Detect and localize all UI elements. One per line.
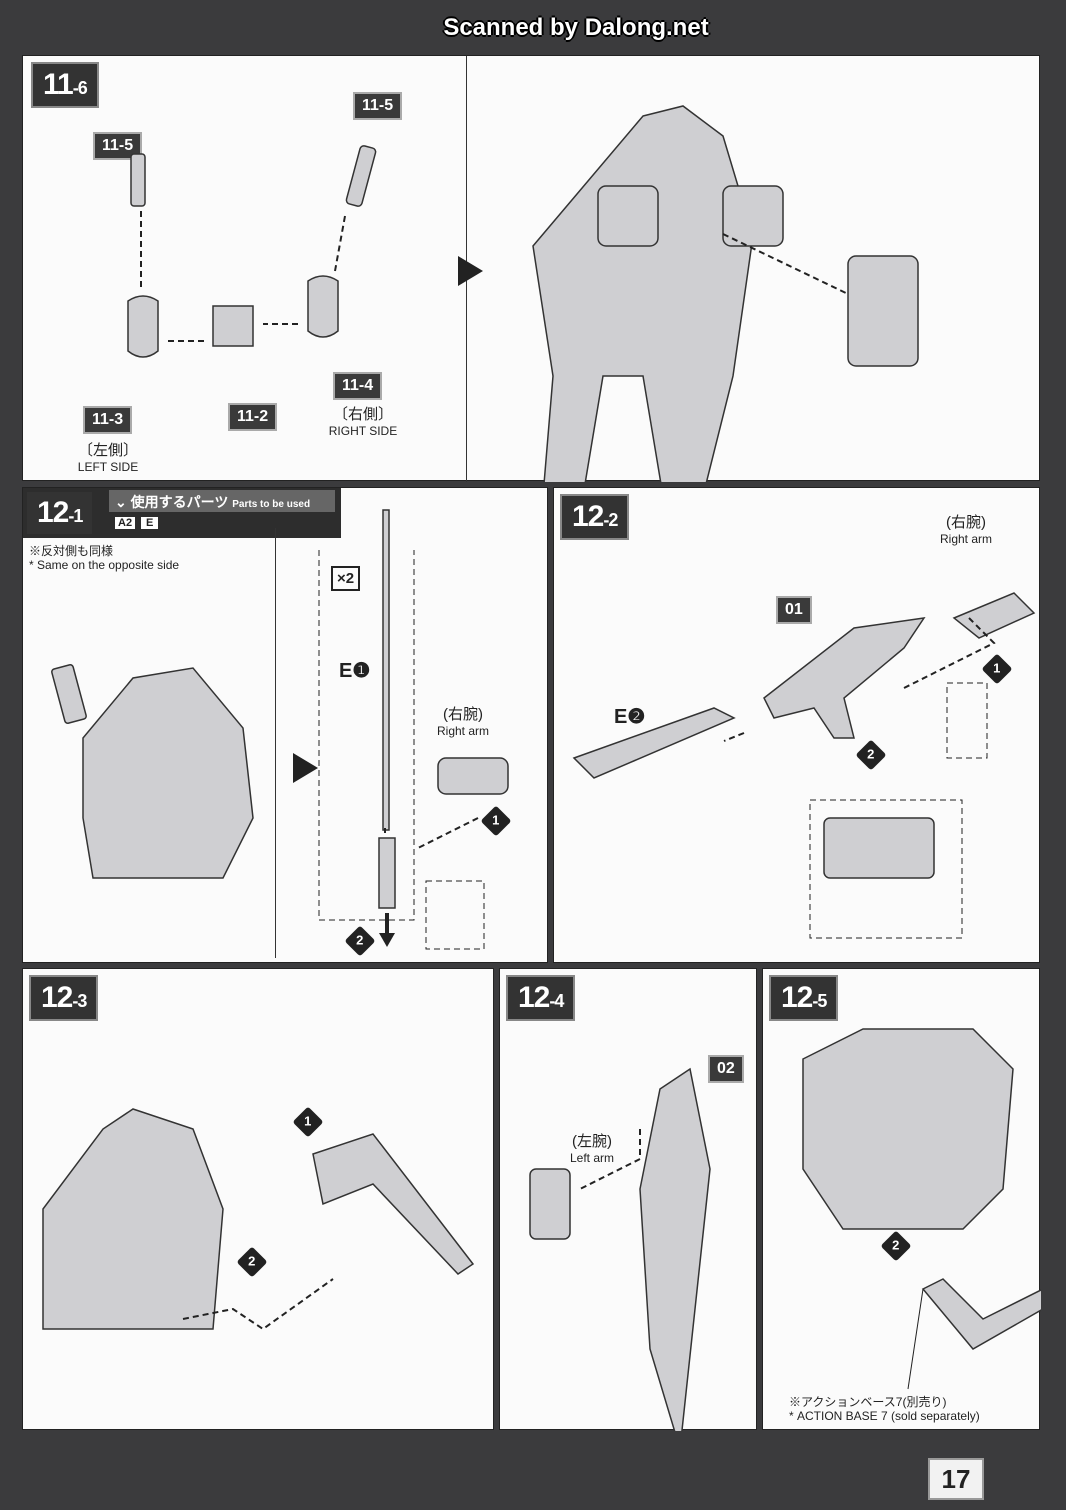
left-side-label: 〔左側〕LEFT SIDE <box>77 442 139 474</box>
step-12-2-panel: 12-2 01 E❷ (右腕)Right arm 1 2 <box>553 487 1040 963</box>
right-arm-label: (右腕)Right arm <box>436 706 489 738</box>
part-tag-11-2: 11-2 <box>228 403 278 431</box>
multiplier-badge: ×2 <box>331 566 361 591</box>
part-label-e1: E❶ <box>339 660 371 682</box>
parts-header: ⌄ 使用するパーツ Parts to be used <box>109 490 335 512</box>
step-number: 12-1 <box>27 492 93 534</box>
step-number: 12-4 <box>506 975 576 1021</box>
left-arm-label: (左腕)Left arm <box>569 1133 614 1165</box>
part-tag-01: 01 <box>776 596 812 624</box>
step-12-5-panel: 12-5 1 2 ※アクションベース7(別売り)* ACTION BASE 7 … <box>762 968 1041 1430</box>
note: ※反対側も同様* Same on the opposite side <box>29 544 180 573</box>
right-arm-label: (右腕)Right arm <box>939 514 992 546</box>
right-side-label: 〔右側〕RIGHT SIDE <box>328 406 398 438</box>
step-12-4-panel: 12-4 02 (左腕)Left arm <box>499 968 757 1431</box>
step-number: 12-5 <box>769 975 839 1021</box>
step-number: 12-3 <box>29 975 99 1021</box>
step-number: 12-2 <box>560 494 630 540</box>
assembly-illustration <box>529 1067 711 1431</box>
part-tag-02: 02 <box>708 1055 744 1083</box>
assembly-illustration <box>42 1108 475 1331</box>
part-badge-e: E <box>141 517 159 529</box>
step-12-3-panel: 12-3 1 2 <box>22 968 494 1430</box>
part-badge-a2: A2 <box>115 517 136 529</box>
step-11-6-panel: 11-6 11-5 11-5 11-4 11-3 11-2 〔右側〕RIGHT … <box>22 55 1040 482</box>
assembly-illustration <box>572 592 1036 939</box>
watermark: Scanned by Dalong.net <box>443 14 709 41</box>
part-tag-11-4: 11-4 <box>333 372 383 400</box>
part-tag-11-5: 11-5 <box>93 132 143 160</box>
step-number: 11-6 <box>31 62 99 108</box>
page-number: 17 <box>928 1458 984 1500</box>
action-base-note: ※アクションベース7(別売り)* ACTION BASE 7 (sold sep… <box>789 1395 980 1424</box>
assembly-illustration <box>802 1028 1041 1390</box>
part-label-e2: E❷ <box>614 706 646 728</box>
step-12-1-panel: 12-1 ⌄ 使用するパーツ Parts to be used A2 E ※反対… <box>22 487 548 963</box>
part-tag-11-5: 11-5 <box>353 92 403 120</box>
assembly-illustration <box>51 509 509 950</box>
part-tag-11-3: 11-3 <box>83 406 133 434</box>
assembly-illustration <box>127 105 919 482</box>
